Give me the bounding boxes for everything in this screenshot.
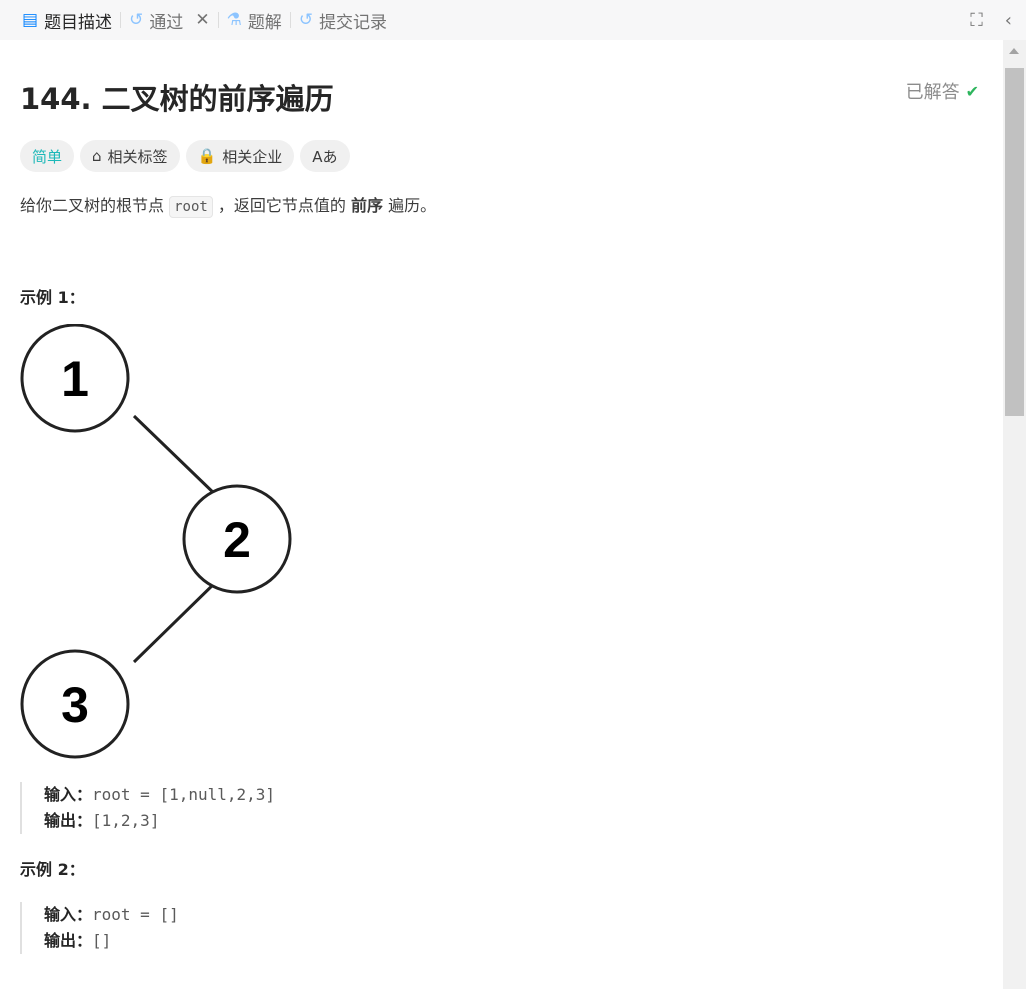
tab-solutions[interactable]: ⚗ 题解	[226, 10, 282, 33]
difficulty-badge: 简单	[20, 140, 75, 172]
tag-icon: ⌂	[92, 147, 102, 165]
scrollbar[interactable]	[1003, 40, 1026, 989]
scroll-up-icon[interactable]	[1009, 48, 1019, 54]
example-2-title: 示例 2：	[20, 860, 85, 879]
fullscreen-icon[interactable]: ⛶	[970, 9, 983, 31]
tab-bar: ▤ 题目描述 ↺ 通过 ✕ ⚗ 题解 ↺ 提交记录 ⛶ ‹	[0, 0, 1026, 40]
check-circle-icon: ✔	[965, 81, 979, 101]
svg-text:2: 2	[223, 512, 251, 568]
tree-node-3: 3	[20, 649, 130, 759]
problem-content: 144. 二叉树的前序遍历 已解答 ✔ 简单 ⌂相关标签 🔒相关企业 Aあ 给你…	[0, 40, 1003, 989]
svg-text:3: 3	[61, 677, 89, 733]
example-1-block: 输入：root = [1,null,2,3] 输出：[1,2,3]	[20, 782, 983, 834]
tree-node-2: 2	[182, 484, 292, 594]
tab-accepted[interactable]: ↺ 通过 ✕	[129, 10, 210, 33]
history-icon: ↺	[129, 10, 144, 30]
translate-icon: Aあ	[312, 147, 338, 166]
lock-icon: 🔒	[197, 147, 217, 165]
tab-description[interactable]: ▤ 题目描述	[22, 10, 113, 33]
related-companies-button[interactable]: 🔒相关企业	[185, 140, 295, 172]
related-tags-button[interactable]: ⌂相关标签	[80, 140, 180, 172]
divider	[217, 12, 219, 28]
tab-submissions[interactable]: ↺ 提交记录	[298, 10, 388, 33]
tree-diagram: 1 2 3	[20, 324, 292, 759]
svg-text:1: 1	[61, 351, 89, 407]
divider	[289, 12, 291, 28]
divider	[120, 12, 122, 28]
close-icon[interactable]: ✕	[195, 10, 210, 30]
example-2-block: 输入：root = [] 输出：[]	[20, 902, 983, 954]
page-title: 144. 二叉树的前序遍历	[20, 82, 334, 116]
translate-button[interactable]: Aあ	[300, 140, 350, 172]
solved-status: 已解答 ✔	[905, 81, 979, 104]
collapse-icon[interactable]: ‹	[1004, 9, 1012, 31]
flask-icon: ⚗	[226, 10, 242, 30]
history-icon: ↺	[298, 10, 314, 30]
document-icon: ▤	[22, 10, 39, 30]
tree-node-1: 1	[20, 324, 130, 433]
scrollbar-thumb[interactable]	[1005, 68, 1024, 416]
problem-description: 给你二叉树的根节点 root ，返回它节点值的 前序 遍历。	[20, 192, 983, 218]
example-1-title: 示例 1：	[20, 288, 85, 307]
